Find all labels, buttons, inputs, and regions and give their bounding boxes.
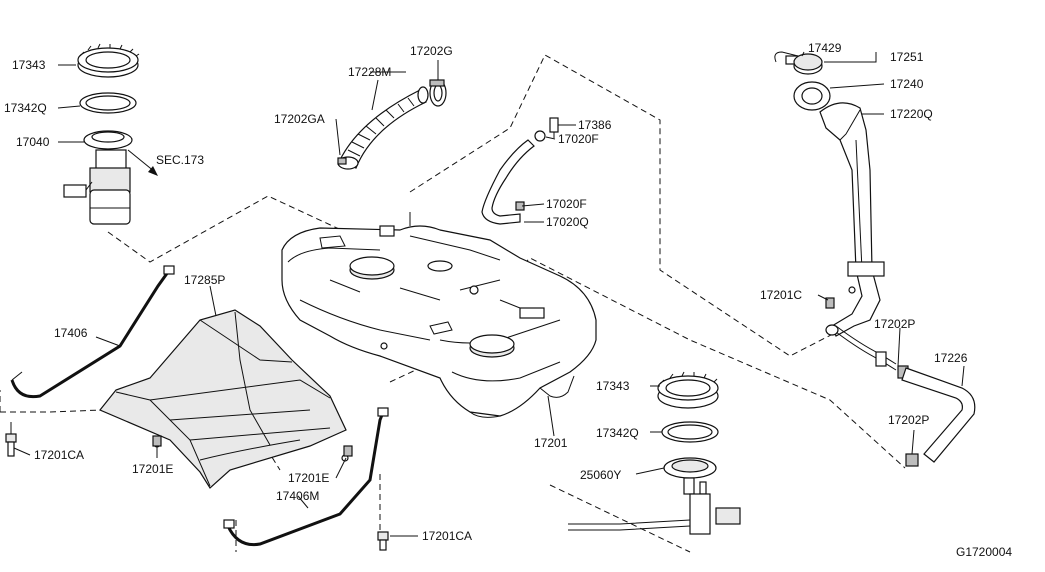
label-17240: 17240 xyxy=(890,77,924,91)
vent-hose-17020Q[interactable] xyxy=(481,139,535,225)
label-17201CA-bottom: 17201CA xyxy=(422,529,472,543)
fuel-tank-17201[interactable] xyxy=(281,212,597,418)
nut-17201E-right[interactable] xyxy=(343,445,353,457)
breather-tube[interactable] xyxy=(825,324,897,371)
filler-hose-17228M[interactable] xyxy=(339,86,429,169)
label-17202G: 17202G xyxy=(410,44,453,58)
label-17228M: 17228M xyxy=(348,65,391,79)
fuel-pump-assembly-17040[interactable] xyxy=(63,130,133,225)
label-17343-top: 17343 xyxy=(12,58,46,72)
label-17202P-bottom: 17202P xyxy=(888,413,929,427)
label-17201CA-left: 17201CA xyxy=(34,448,84,462)
label-17406M: 17406M xyxy=(276,489,319,503)
label-17342Q-bottom: 17342Q xyxy=(596,426,639,440)
label-17386: 17386 xyxy=(578,118,612,132)
label-17342Q-top: 17342Q xyxy=(4,101,47,115)
label-17226: 17226 xyxy=(934,351,968,365)
label-17040: 17040 xyxy=(16,135,50,149)
label-sec173: SEC.173 xyxy=(156,153,204,167)
band-17406M[interactable] xyxy=(223,407,389,547)
filler-cap-17251[interactable] xyxy=(793,53,823,75)
valve-17386[interactable] xyxy=(549,117,559,138)
filler-hose-17226[interactable] xyxy=(901,367,976,463)
bolt-17201CA-left[interactable] xyxy=(5,422,17,457)
label-17220Q: 17220Q xyxy=(890,107,933,121)
part-labels: 17343 17342Q 17040 SEC.173 17228M 17202G… xyxy=(4,41,1012,559)
clip-17020F-top[interactable] xyxy=(534,130,546,142)
sender-unit-25060Y[interactable] xyxy=(568,457,741,535)
label-17429: 17429 xyxy=(808,41,842,55)
lock-ring-17343-top[interactable] xyxy=(77,43,140,78)
label-17201E-left: 17201E xyxy=(132,462,173,476)
label-25060Y: 25060Y xyxy=(580,468,621,482)
label-17251: 17251 xyxy=(890,50,924,64)
packing-17342Q-top[interactable] xyxy=(79,92,137,114)
band-17406[interactable] xyxy=(10,265,175,399)
clamp-17202P-bottom[interactable] xyxy=(905,453,919,467)
label-17020F-top: 17020F xyxy=(558,132,599,146)
label-17202P-top: 17202P xyxy=(874,317,915,331)
bolt-17201CA-bottom[interactable] xyxy=(377,531,389,551)
label-17406: 17406 xyxy=(54,326,88,340)
clamp-17202GA[interactable] xyxy=(337,156,359,170)
packing-17342Q-bottom[interactable] xyxy=(661,421,719,443)
label-17201: 17201 xyxy=(534,436,568,450)
label-17020F-bottom: 17020F xyxy=(546,197,587,211)
label-17201C: 17201C xyxy=(760,288,802,302)
label-17020Q: 17020Q xyxy=(546,215,589,229)
label-17201E-right: 17201E xyxy=(288,471,329,485)
label-17202GA: 17202GA xyxy=(274,112,325,126)
label-17285P: 17285P xyxy=(184,273,225,287)
diagram-id: G1720004 xyxy=(956,545,1012,559)
sec173-arrow xyxy=(127,149,158,176)
label-17343-bottom: 17343 xyxy=(596,379,630,393)
lock-ring-17343-bottom[interactable] xyxy=(657,371,719,409)
gasket-17240[interactable] xyxy=(793,81,831,111)
leader-lines xyxy=(13,51,965,537)
filler-tube-17220Q[interactable] xyxy=(819,102,885,337)
clamp-17202G[interactable] xyxy=(429,79,447,107)
nut-17201E-left[interactable] xyxy=(152,435,162,447)
clip-17201C[interactable] xyxy=(825,297,835,309)
